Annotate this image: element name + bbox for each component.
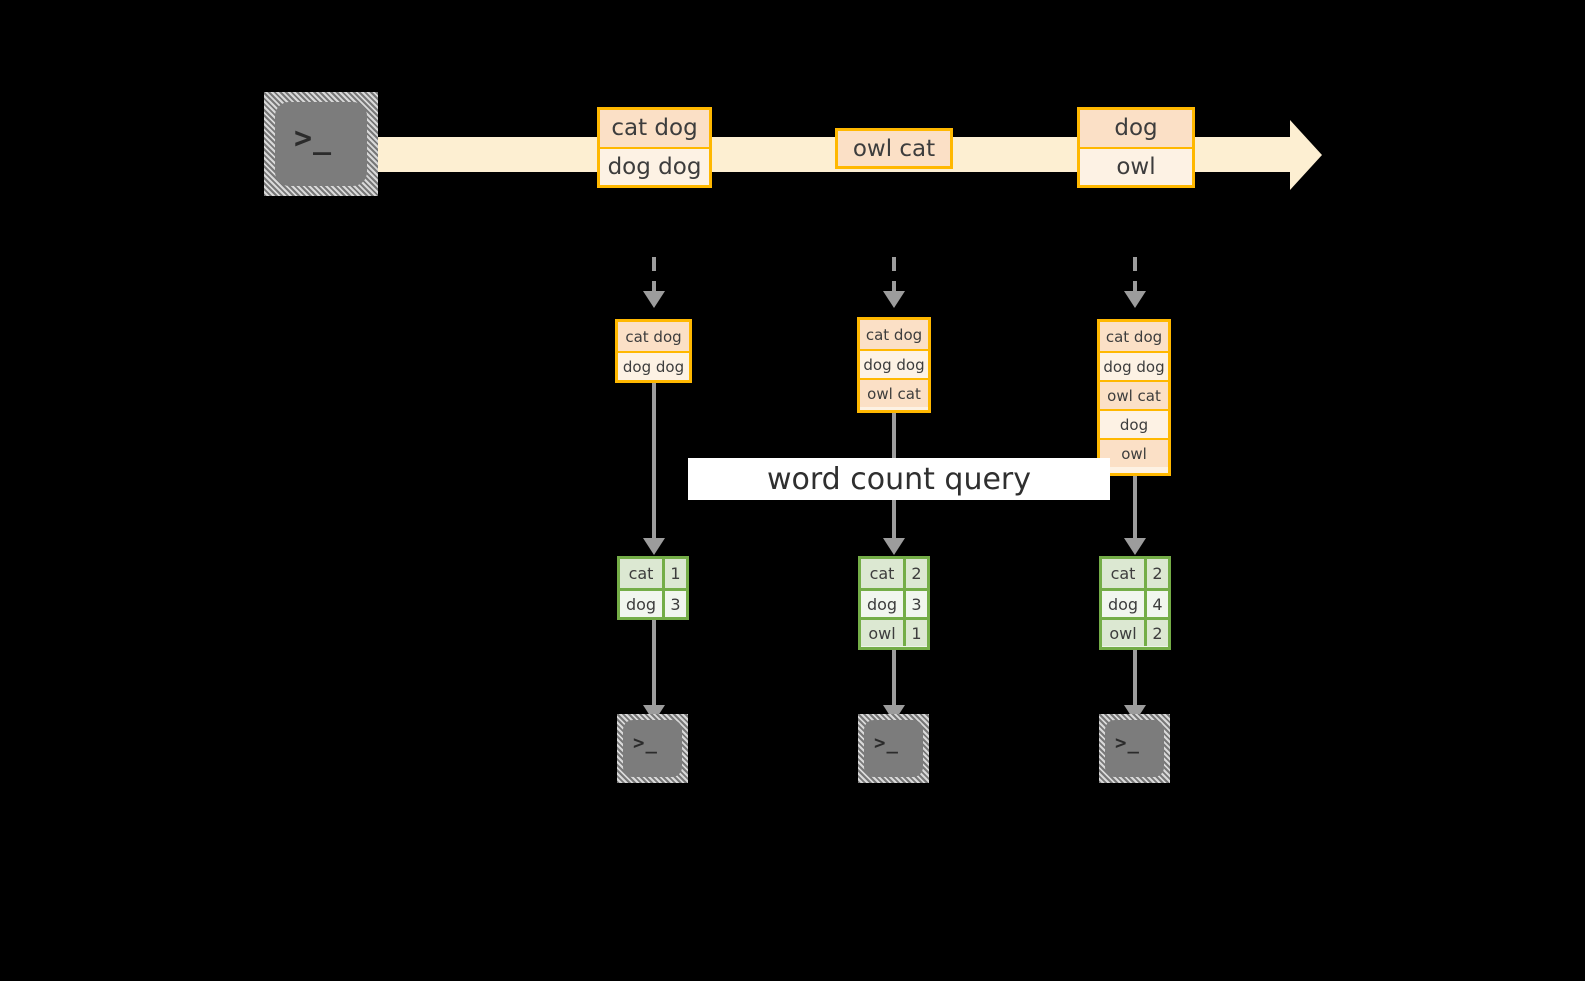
terminal-prompt-glyph: >_: [294, 121, 333, 156]
ingest-arrow-3-line: [1133, 257, 1137, 293]
trigger-3-input-line-5: owl: [1100, 438, 1168, 467]
trigger-1-input-stack: cat dog dog dog: [615, 319, 692, 383]
stream-batch-3-line-1: dog: [1080, 110, 1192, 147]
stream-batch-3-line-2: owl: [1080, 146, 1192, 185]
trigger-2-result-word-2: dog: [861, 591, 906, 617]
trigger-2-input-line-2: dog dog: [860, 349, 928, 378]
terminal-face: [1105, 720, 1164, 777]
trigger-3-input-line-2: dog dog: [1100, 351, 1168, 380]
terminal-prompt-glyph: >_: [874, 732, 899, 754]
trigger-3-input-line-4: dog: [1100, 409, 1168, 438]
terminal-prompt-glyph: >_: [1115, 732, 1140, 754]
table-row: cat 1: [620, 559, 686, 588]
terminal-face: [275, 102, 367, 186]
trigger-1-input-line-2: dog dog: [618, 351, 689, 380]
table-row: dog 3: [620, 588, 686, 617]
trigger-3-result-table: cat 2 dog 4 owl 2: [1099, 556, 1171, 650]
stream-arrowhead-icon: [1290, 120, 1322, 190]
trigger-1-result-word-1: cat: [620, 559, 665, 588]
sink-arrow-2-line: [892, 650, 896, 707]
ingest-arrow-1-line: [652, 257, 656, 293]
trigger-2-result-count-1: 2: [906, 559, 927, 588]
stream-batch-2-line-1: owl cat: [838, 131, 950, 166]
trigger-3-input-line-3: owl cat: [1100, 380, 1168, 409]
trigger-1-result-count-1: 1: [665, 559, 686, 588]
query-arrow-1-line: [652, 383, 656, 540]
source-terminal-icon: >_: [264, 92, 378, 196]
trigger-2-input-line-3: owl cat: [860, 378, 928, 407]
query-arrow-3-head-icon: [1124, 538, 1146, 555]
trigger-3-result-word-3: owl: [1102, 620, 1147, 646]
trigger-1-result-table: cat 1 dog 3: [617, 556, 689, 620]
trigger-2-result-word-1: cat: [861, 559, 906, 588]
trigger-2-sink-terminal-icon: >_: [858, 714, 929, 783]
ingest-arrow-1-head-icon: [643, 291, 665, 308]
trigger-2-input-line-1: cat dog: [860, 320, 928, 349]
word-count-query-band: word count query: [688, 458, 1110, 500]
trigger-2-result-word-3: owl: [861, 620, 906, 646]
query-arrow-1-head-icon: [643, 538, 665, 555]
table-row: owl 1: [861, 617, 927, 646]
stream-batch-2: owl cat: [835, 128, 953, 169]
query-arrow-3-line: [1133, 476, 1137, 540]
sink-arrow-1-line: [652, 620, 656, 707]
word-count-query-label: word count query: [766, 461, 1032, 497]
trigger-2-result-table: cat 2 dog 3 owl 1: [858, 556, 930, 650]
ingest-arrow-3-head-icon: [1124, 291, 1146, 308]
trigger-3-sink-terminal-icon: >_: [1099, 714, 1170, 783]
table-row: dog 4: [1102, 588, 1168, 617]
stream-batch-3: dog owl: [1077, 107, 1195, 188]
trigger-2-result-count-2: 3: [906, 591, 927, 617]
stream-batch-1-line-1: cat dog: [600, 110, 709, 147]
trigger-3-result-count-2: 4: [1147, 591, 1168, 617]
trigger-1-result-count-2: 3: [665, 591, 686, 617]
query-arrow-2-head-icon: [883, 538, 905, 555]
trigger-3-result-count-1: 2: [1147, 559, 1168, 588]
ingest-arrow-2-head-icon: [883, 291, 905, 308]
terminal-face: [864, 720, 923, 777]
sink-arrow-3-line: [1133, 650, 1137, 707]
stream-batch-1: cat dog dog dog: [597, 107, 712, 188]
trigger-1-input-line-1: cat dog: [618, 322, 689, 351]
table-row: owl 2: [1102, 617, 1168, 646]
table-row: dog 3: [861, 588, 927, 617]
trigger-3-result-word-2: dog: [1102, 591, 1147, 617]
trigger-3-result-count-3: 2: [1147, 620, 1168, 646]
terminal-prompt-glyph: >_: [633, 732, 658, 754]
trigger-2-result-count-3: 1: [906, 620, 927, 646]
trigger-1-result-word-2: dog: [620, 591, 665, 617]
trigger-2-input-stack: cat dog dog dog owl cat: [857, 317, 931, 413]
table-row: cat 2: [861, 559, 927, 588]
table-row: cat 2: [1102, 559, 1168, 588]
terminal-face: [623, 720, 682, 777]
stream-batch-1-line-2: dog dog: [600, 146, 709, 185]
trigger-1-sink-terminal-icon: >_: [617, 714, 688, 783]
trigger-3-input-stack: cat dog dog dog owl cat dog owl: [1097, 319, 1171, 476]
ingest-arrow-2-line: [892, 257, 896, 293]
trigger-3-result-word-1: cat: [1102, 559, 1147, 588]
trigger-3-input-line-1: cat dog: [1100, 322, 1168, 351]
